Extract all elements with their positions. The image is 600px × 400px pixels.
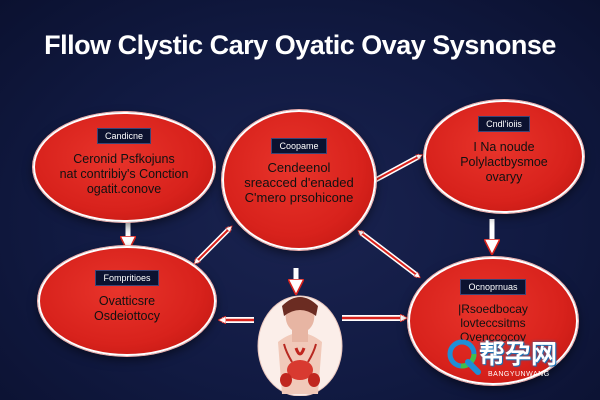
- node-symptoms-text: Ovatticsre Osdeiottocy: [40, 294, 214, 324]
- node-causes-text: Ceronid Psfkojuns nat contribiy's Concti…: [35, 152, 213, 197]
- watermark-logo-icon: [447, 339, 481, 375]
- node-complications-line: |Rsoedbocay: [458, 302, 528, 316]
- node-characteristics-line: ovaryy: [485, 170, 523, 184]
- node-complications-text: |Rsoedbocay lovteccsitms Ovenccocoy: [410, 302, 576, 344]
- node-characteristics: Cndl'ioiis I Na noude Polylactbysmoe ova…: [424, 100, 584, 213]
- arrow-core-characteristics: [368, 153, 420, 187]
- node-causes: Candicne Ceronid Psfkojuns nat contribiy…: [33, 112, 215, 222]
- node-characteristics-text: I Na noude Polylactbysmoe ovaryy: [426, 140, 582, 185]
- node-core-line: C'mero prsohicone: [244, 190, 354, 205]
- node-symptoms-label: Fompritioes: [95, 270, 159, 286]
- node-characteristics-line: I Na noude: [473, 140, 535, 154]
- node-symptoms: Fompritioes Ovatticsre Osdeiottocy: [38, 246, 216, 356]
- node-complications-label: Ocnoprnuas: [460, 279, 526, 295]
- node-complications-line: lovteccsitms: [460, 316, 526, 330]
- node-characteristics-line: Polylactbysmoe: [460, 155, 548, 169]
- watermark-subtext: BANGYUNWANG: [488, 371, 550, 378]
- node-core-text: Cendeenol sreacced d'enaded C'mero prsoh…: [224, 160, 374, 205]
- watermark-text: 帮孕网: [479, 340, 558, 369]
- arrow-core-complications: [360, 232, 418, 276]
- node-symptoms-line: Osdeiottocy: [93, 309, 160, 323]
- node-complications-line: Ovenccocoy: [459, 330, 527, 344]
- node-core-line: sreacced d'enaded: [244, 175, 354, 190]
- node-core-label: Coopame: [271, 138, 327, 154]
- node-causes-line: ogatit.conove: [86, 182, 162, 196]
- node-complications: Ocnoprnuas |Rsoedbocay lovteccsitms Oven…: [408, 257, 578, 385]
- diagram-title: Fllow Clystic Cary Oyatic Ovay Sysnonse: [44, 30, 556, 60]
- node-causes-line: nat contribiy's Conction: [59, 167, 189, 181]
- watermark: 帮孕网 BANGYUNWANG: [446, 330, 586, 390]
- node-causes-label: Candicne: [96, 128, 152, 144]
- node-symptoms-line: Ovatticsre: [98, 294, 156, 308]
- node-causes-line: Ceronid Psfkojuns: [73, 152, 175, 166]
- node-core: Coopame Cendeenol sreacced d'enaded C'me…: [222, 110, 376, 250]
- anatomy-figure-illustration: [257, 295, 343, 396]
- node-core-line: Cendeenol: [267, 160, 331, 175]
- node-characteristics-label: Cndl'ioiis: [478, 116, 530, 132]
